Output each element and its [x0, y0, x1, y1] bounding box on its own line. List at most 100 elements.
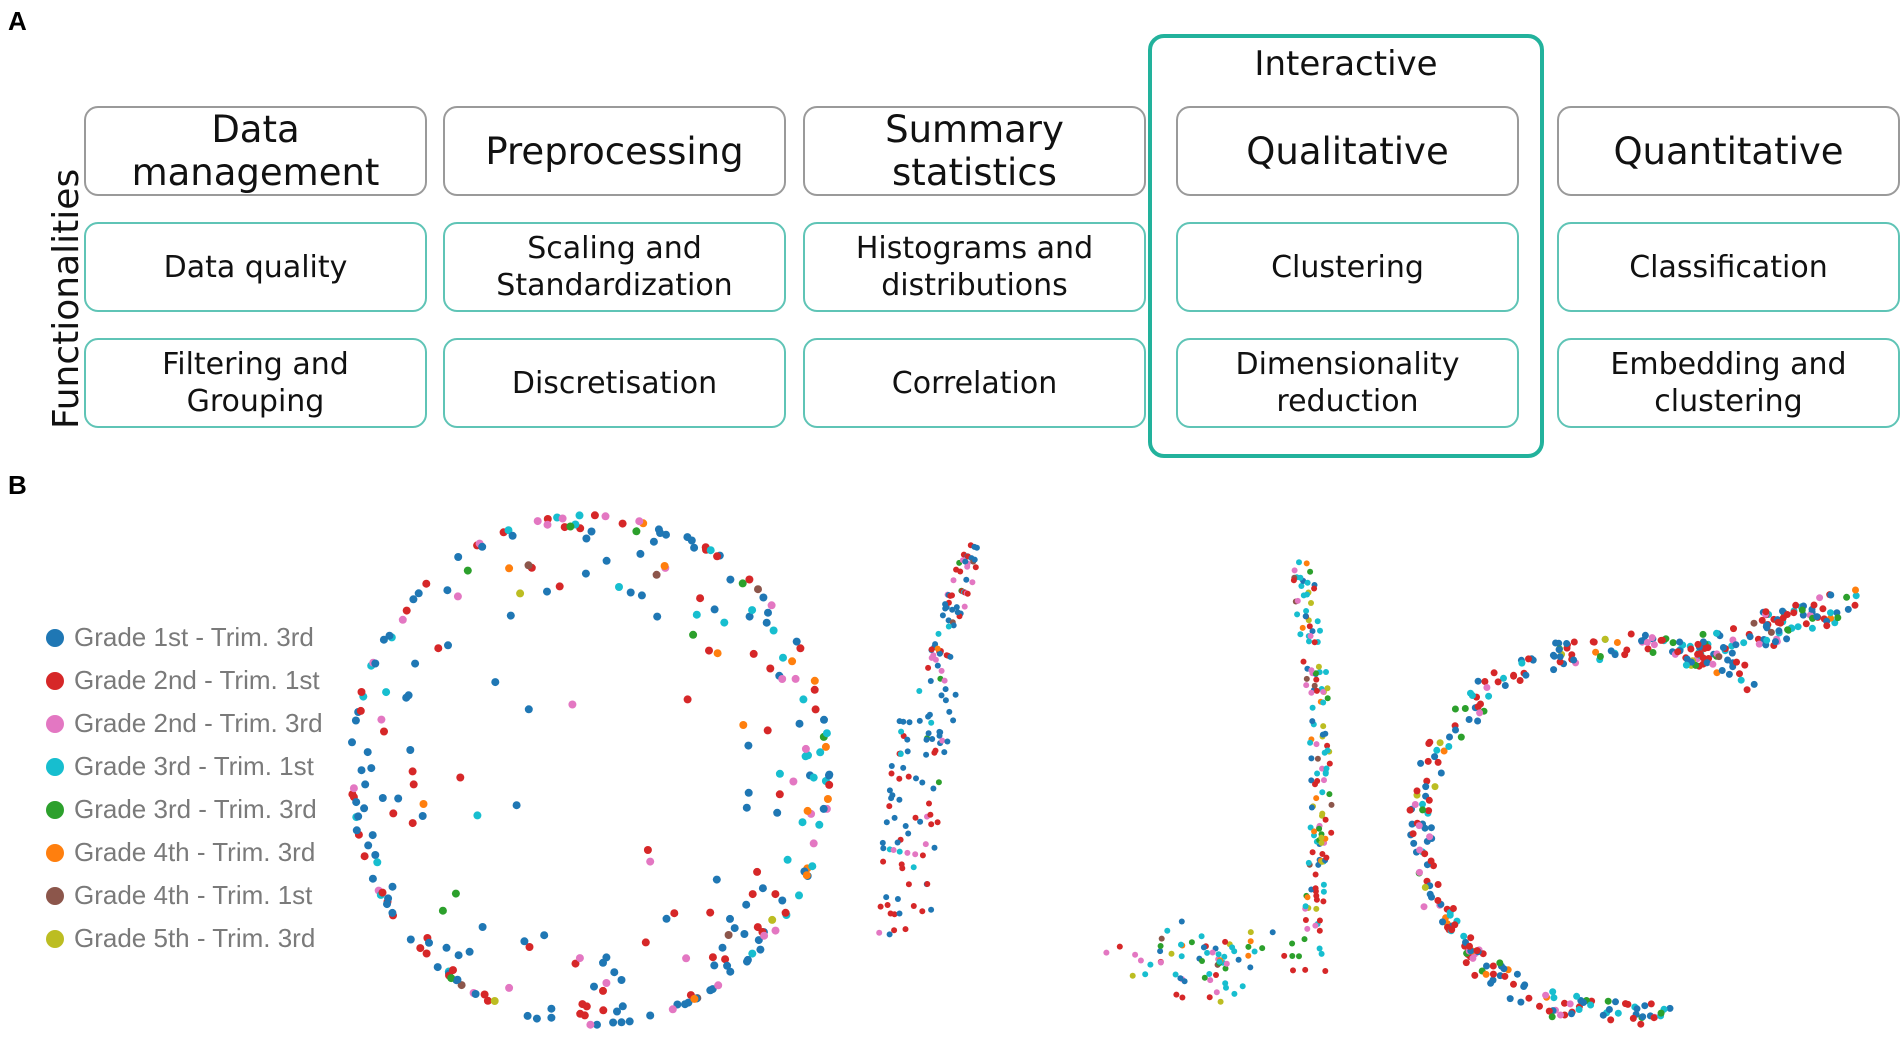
scatter-point	[1312, 871, 1319, 878]
item-dimensionality-reduction[interactable]: Dimensionality reduction	[1176, 338, 1519, 428]
header-preprocessing[interactable]: Preprocessing	[443, 106, 786, 196]
item-embedding-and-clustering[interactable]: Embedding and clustering	[1557, 338, 1900, 428]
scatter-point	[690, 994, 699, 1003]
legend-marker	[46, 800, 64, 819]
header-summary-statistics[interactable]: Summary statistics	[803, 106, 1146, 196]
scatter-point	[888, 763, 895, 769]
scatter-point	[1550, 666, 1558, 674]
scatter-point	[543, 520, 552, 529]
scatter-point	[891, 927, 898, 934]
scatter-point	[822, 729, 831, 738]
scatter-point	[1200, 944, 1207, 951]
scatter-point	[649, 537, 658, 546]
scatter-point	[919, 908, 926, 915]
scatter-point	[1627, 630, 1635, 638]
scatter-point	[929, 736, 936, 742]
scatter-point	[1483, 962, 1490, 970]
legend-item[interactable]: Grade 3rd - Trim. 1st	[46, 745, 323, 788]
item-data-quality[interactable]: Data quality	[84, 222, 427, 312]
scatter-point	[1222, 980, 1229, 987]
scatter-point	[935, 779, 942, 786]
scatter-point	[883, 819, 890, 826]
scatter-point	[1221, 953, 1228, 960]
legend-item[interactable]: Grade 5th - Trim. 3rd	[46, 917, 323, 960]
scatter-point	[1316, 917, 1323, 924]
scatter-point	[1548, 1013, 1556, 1021]
scatter-point	[1302, 966, 1309, 973]
scatter-point	[1302, 613, 1309, 620]
header-quantitative[interactable]: Quantitative	[1557, 106, 1900, 196]
scatter-point	[796, 644, 805, 653]
header-data-management[interactable]: Data management	[84, 106, 427, 196]
scatter-point	[351, 716, 360, 725]
item-histograms-and-distributions[interactable]: Histograms and distributions	[803, 222, 1146, 312]
scatter-point	[788, 657, 797, 666]
scatter-point	[764, 608, 772, 617]
legend-item[interactable]: Grade 2nd - Trim. 3rd	[46, 702, 323, 745]
scatter-point	[480, 990, 489, 999]
item-scaling-and-standardization[interactable]: Scaling and Standardization	[443, 222, 786, 312]
scatter-point	[1473, 947, 1481, 955]
scatter-point	[906, 719, 913, 726]
scatter-point	[823, 795, 832, 803]
scatter-point	[1715, 653, 1723, 661]
scatter-point	[599, 986, 607, 995]
scatter-point	[373, 858, 382, 867]
scatter-point	[1687, 645, 1695, 653]
scatter-point	[1643, 638, 1651, 646]
scatter-point	[775, 790, 784, 799]
scatter-point	[1644, 645, 1652, 653]
item-filtering-and-grouping[interactable]: Filtering and Grouping	[84, 338, 427, 428]
item-discretisation[interactable]: Discretisation	[443, 338, 786, 428]
item-correlation[interactable]: Correlation	[803, 338, 1146, 428]
scatter-point	[1604, 997, 1612, 1005]
scatter-point	[1307, 824, 1314, 831]
scatter-point	[928, 906, 935, 913]
scatter-point	[414, 589, 423, 598]
header-qualitative[interactable]: Qualitative	[1176, 106, 1519, 196]
legend-item[interactable]: Grade 3rd - Trim. 3rd	[46, 788, 323, 831]
scatter-point	[533, 517, 542, 526]
scatter-point	[1563, 640, 1571, 647]
scatter-point	[1304, 894, 1311, 901]
scatter-point	[888, 795, 895, 802]
scatter-point	[1426, 833, 1434, 841]
scatter-point	[923, 751, 930, 758]
item-classification[interactable]: Classification	[1557, 222, 1900, 312]
scatter-point	[1323, 854, 1330, 861]
scatter-point	[490, 997, 499, 1005]
scatter-point	[1294, 611, 1301, 618]
scatter-point	[942, 601, 949, 608]
legend-item[interactable]: Grade 2nd - Trim. 1st	[46, 659, 323, 702]
scatter-point	[1290, 577, 1297, 584]
scatter-point	[941, 677, 948, 684]
scatter-point	[453, 975, 462, 984]
scatter-point	[916, 688, 923, 694]
scatter-point	[758, 884, 767, 893]
legend-item[interactable]: Grade 4th - Trim. 1st	[46, 874, 323, 917]
scatter-point	[543, 587, 551, 596]
scatter-point	[749, 649, 758, 658]
scatter-point	[1142, 971, 1149, 978]
scatter-point	[1740, 639, 1748, 647]
legend-item[interactable]: Grade 4th - Trim. 3rd	[46, 831, 323, 874]
scatter-point	[927, 678, 934, 684]
scatter-point	[942, 686, 949, 693]
scatter-point	[1323, 765, 1330, 772]
scatter-point	[963, 576, 970, 583]
scatter-point	[1465, 716, 1473, 723]
scatter-point	[1647, 1000, 1655, 1008]
scatter-point	[945, 623, 952, 630]
scatter-point	[617, 976, 626, 984]
scatter-point	[1308, 804, 1315, 811]
scatter-point	[1319, 765, 1326, 772]
scatter-point	[508, 531, 517, 540]
scatter-point	[726, 914, 734, 923]
scatter-point	[1650, 641, 1658, 649]
scatter-point	[483, 996, 492, 1005]
legend-item[interactable]: Grade 1st - Trim. 3rd	[46, 616, 323, 659]
panel-label-b: B	[8, 470, 27, 500]
scatter-point	[523, 1011, 532, 1020]
item-clustering[interactable]: Clustering	[1176, 222, 1519, 312]
scatter-point	[1451, 705, 1459, 713]
